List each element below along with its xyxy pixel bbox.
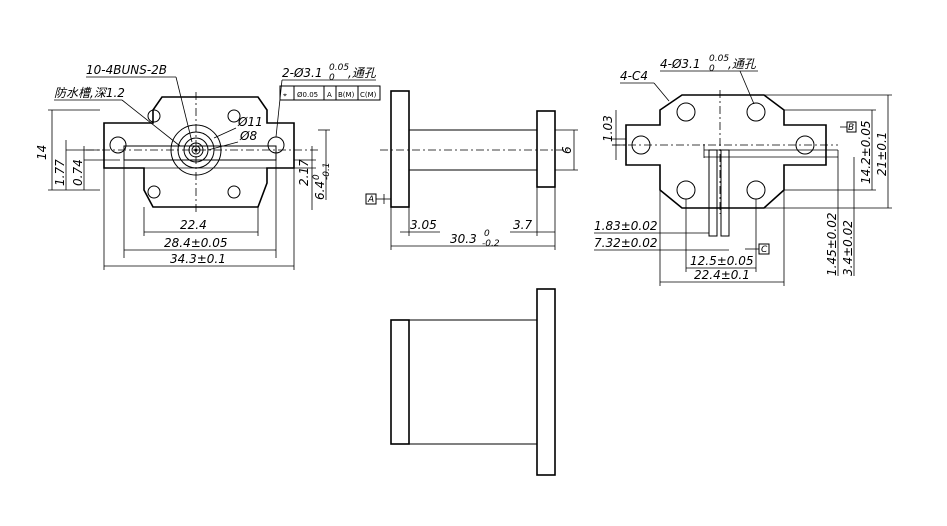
feature-control-frame: ⌖ Ø0.05 A B(M) C(M): [279, 85, 381, 101]
dim-6-4-tol-upper: 0: [312, 174, 322, 180]
dim-34-3: 34.3±0.1: [170, 252, 226, 266]
rear-hole-note: 4-Ø3.1: [660, 57, 701, 71]
chamfer-note: 4-C4: [620, 69, 648, 83]
bottom-view: [390, 288, 556, 476]
dim-1-77: 1.77: [53, 159, 67, 186]
hole-tol-lower: 0: [329, 73, 335, 83]
thread-note: 10-4BUNS-2B: [86, 63, 167, 77]
dim-30-3-tol-lower: -0.2: [482, 239, 500, 249]
front-view: 10-4BUNS-2B 防水槽,深1.2 Ø11 Ø8 2-Ø3.1 0.05 …: [35, 63, 381, 270]
dim-7-32: 7.32±0.02: [594, 236, 658, 250]
dim-3-7: 3.7: [513, 218, 532, 232]
rear-view: 4-C4 4-Ø3.1 0.05 0 ,通孔 1.03 B 21±0.1 14.…: [594, 54, 892, 286]
datum-c: C: [761, 245, 768, 255]
dim-21: 21±0.1: [875, 132, 889, 176]
dim-3-05: 3.05: [410, 218, 437, 232]
dim-28-4: 28.4±0.05: [164, 236, 228, 250]
dim-22-4: 22.4: [180, 218, 207, 232]
dia-11-label: Ø11: [237, 115, 263, 129]
dim-22-4-rear: 22.4±0.1: [694, 268, 750, 282]
dia-8-label: Ø8: [239, 129, 257, 143]
fcf-tolerance: Ø0.05: [297, 91, 318, 99]
dim-6-4-tol-lower: -0.1: [322, 162, 332, 180]
fcf-datum-a: A: [327, 91, 332, 99]
dim-0-74: 0.74: [71, 159, 85, 186]
rear-hole-tol-lower: 0: [709, 64, 715, 74]
dim-1-03: 1.03: [601, 115, 615, 142]
dim-1-83: 1.83±0.02: [594, 219, 658, 233]
dim-30-3: 30.3: [450, 232, 477, 246]
rear-hole-suffix: ,通孔: [728, 57, 757, 71]
hole-tol-upper: 0.05: [329, 63, 349, 73]
side-view: A 3.05 3.7 30.3 0 -0.2 6: [365, 90, 578, 250]
dim-12-5: 12.5±0.05: [690, 254, 754, 268]
hole-note: 2-Ø3.1: [282, 66, 323, 80]
hole-suffix: ,通孔: [348, 66, 377, 80]
rear-hole-tol-upper: 0.05: [709, 54, 729, 64]
dim-3-4: 3.4±0.02: [841, 220, 855, 276]
dim-6-4: 6.4: [313, 181, 327, 200]
fcf-position-symbol: ⌖: [283, 91, 287, 99]
groove-note: 防水槽,深1.2: [54, 86, 125, 100]
dim-14: 14: [35, 145, 49, 160]
dim-2-17: 2.17: [297, 159, 311, 186]
datum-a: A: [367, 195, 374, 205]
dim-30-3-tol-upper: 0: [484, 229, 490, 239]
dim-14-2: 14.2±0.05: [859, 121, 873, 185]
datum-b: B: [848, 123, 854, 133]
fcf-datum-c: C(M): [360, 91, 377, 99]
dim-6: 6: [560, 146, 574, 154]
dim-1-45: 1.45±0.02: [825, 213, 839, 277]
fcf-datum-b: B(M): [338, 91, 355, 99]
